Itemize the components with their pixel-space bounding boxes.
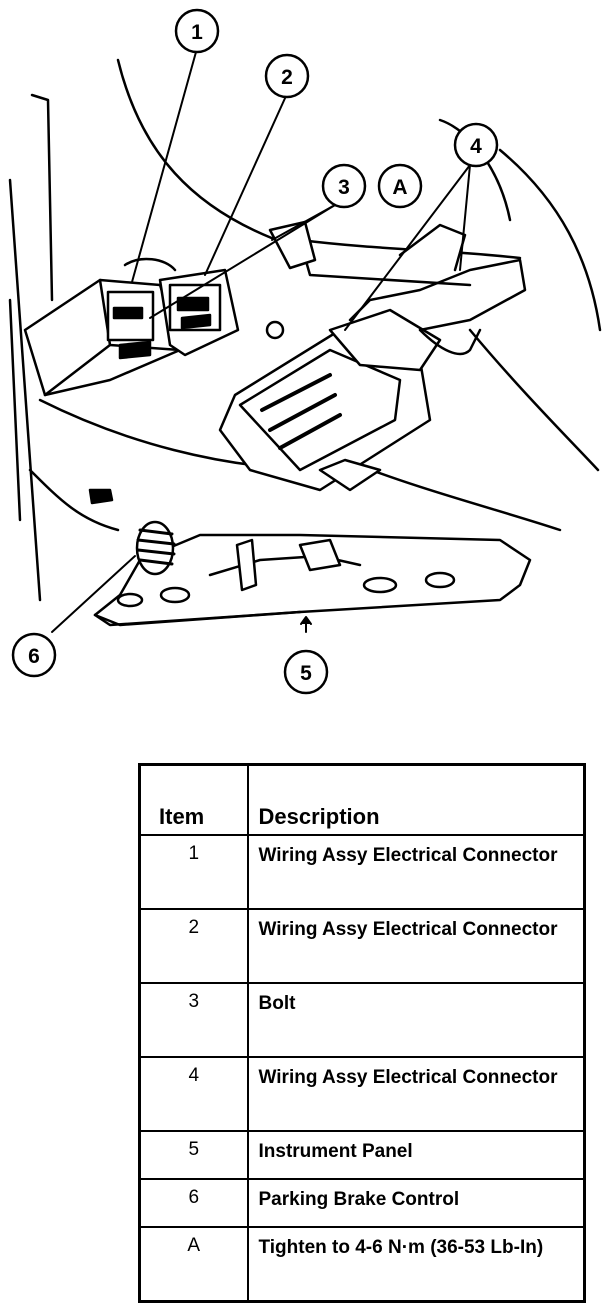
legend-item-number: 2 bbox=[138, 908, 249, 984]
legend-item-number: 1 bbox=[138, 834, 249, 910]
legend-header-row: Item Description bbox=[138, 763, 586, 836]
legend-item-description: Instrument Panel bbox=[246, 1130, 586, 1180]
svg-text:4: 4 bbox=[470, 135, 482, 158]
callout-1: 1 bbox=[174, 8, 220, 54]
connector-1 bbox=[23, 257, 182, 397]
legend-row: 4 Wiring Assy Electrical Connector bbox=[138, 1056, 586, 1132]
item-column-header: Item bbox=[138, 763, 249, 836]
callout-6: 6 bbox=[11, 632, 57, 678]
svg-text:1: 1 bbox=[191, 21, 203, 44]
callout-a: A bbox=[377, 163, 423, 209]
svg-text:A: A bbox=[392, 176, 407, 199]
legend-item-number: 3 bbox=[138, 982, 249, 1058]
legend-item-description: Wiring Assy Electrical Connector bbox=[246, 908, 586, 984]
callout-3: 3 bbox=[321, 163, 367, 209]
legend-item-number: 5 bbox=[138, 1130, 249, 1180]
legend-row: 3 Bolt bbox=[138, 982, 586, 1058]
legend-row: 2 Wiring Assy Electrical Connector bbox=[138, 908, 586, 984]
description-column-header: Description bbox=[246, 763, 586, 836]
legend-row: 5 Instrument Panel bbox=[138, 1130, 586, 1180]
legend-table: Item Description 1 Wiring Assy Electrica… bbox=[138, 763, 586, 1303]
svg-text:6: 6 bbox=[28, 645, 40, 668]
connector-2 bbox=[158, 220, 317, 357]
svg-text:5: 5 bbox=[300, 662, 312, 685]
nut-6 bbox=[135, 520, 176, 576]
svg-text:3: 3 bbox=[338, 176, 350, 199]
legend-item-number: 4 bbox=[138, 1056, 249, 1132]
parts-illustration: 1 2 3 A 4 6 5 bbox=[8, 8, 602, 695]
parking-brake-bracket bbox=[88, 488, 532, 627]
legend-item-description: Bolt bbox=[246, 982, 586, 1058]
legend-item-description: Tighten to 4-6 N·m (36-53 Lb-In) bbox=[246, 1226, 586, 1303]
legend-item-description: Wiring Assy Electrical Connector bbox=[246, 834, 586, 910]
connector-4 bbox=[218, 223, 527, 492]
legend-row: A Tighten to 4-6 N·m (36-53 Lb-In) bbox=[138, 1226, 586, 1303]
leader-lines bbox=[51, 51, 471, 633]
legend-item-number: A bbox=[138, 1226, 249, 1303]
callout-5: 5 bbox=[283, 649, 329, 695]
svg-text:2: 2 bbox=[281, 66, 293, 89]
callout-4: 4 bbox=[453, 122, 499, 168]
legend-row: 1 Wiring Assy Electrical Connector bbox=[138, 834, 586, 910]
legend-item-description: Wiring Assy Electrical Connector bbox=[246, 1056, 586, 1132]
callout-2: 2 bbox=[264, 53, 310, 99]
